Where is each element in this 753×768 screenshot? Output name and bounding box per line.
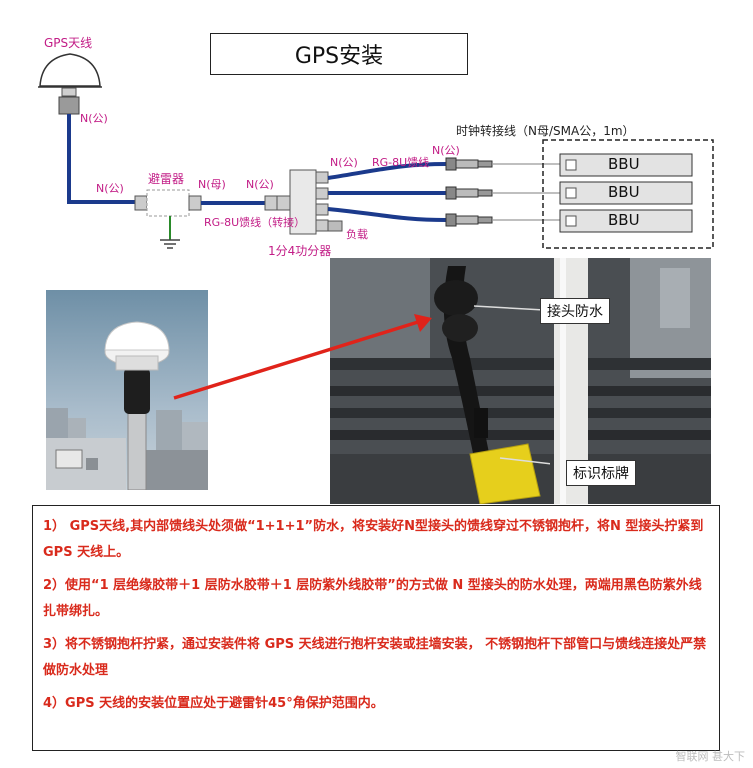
bbu-unit-3 [559,209,693,233]
bbu-label-2: BBU [608,183,640,201]
power-splitter [289,169,317,235]
feeder-cable-5 [327,207,447,222]
bbu-enclosure [542,139,714,249]
feeder-cable-1 [67,114,135,204]
feeder-adapter-label: RG-8U馈线（转接） [204,216,306,229]
clock-adapter-1 [445,157,566,171]
red-pointer-arrow [173,314,432,400]
bbu-label-3: BBU [608,211,640,229]
bbu-unit-2 [559,181,693,205]
page-title: GPS安装 [210,33,468,75]
gps-antenna-dome [39,53,101,87]
lightning-arrester [146,189,190,217]
gps-antenna-label: GPS天线 [44,36,93,50]
connector-label-n-male-2: N(公) [96,182,124,195]
callout-leaders [473,305,550,465]
connector-label-n-male-1: N(公) [80,112,108,125]
clock-adapter-3 [445,213,566,227]
antenna-photo [46,290,208,490]
feeder-label: RG-8U馈线 [372,156,430,169]
bbu-label-1: BBU [608,155,640,173]
watermark: 智联网 甚大下 [675,750,746,763]
callout-waterproof: 接头防水 [540,298,610,324]
clock-cable-label: 时钟转接线（N母/SMA公，1m） [456,124,635,138]
note-3: 3）将不锈钢抱杆拧紧，通过安装件将 GPS 天线进行抱杆安装或挂墙安装， 不锈钢… [43,637,707,678]
load-label: 负载 [346,228,368,241]
antenna-connector [58,96,80,115]
bbu-unit-1 [559,153,693,177]
connector-label-n-male-5: N(公) [432,144,460,157]
load-terminator [327,220,343,232]
connector-label-n-male-3: N(公) [246,178,274,191]
splitter-label: 1分4功分器 [268,244,332,258]
connector-photo [330,258,711,504]
note-1: 1） GPS天线,其内部馈线头处须做“1+1+1”防水，将安装好N型接头的馈线穿… [43,519,704,560]
note-2: 2）使用“1 层绝缘胶带＋1 层防水胶带＋1 层防紫外线胶带”的方式做 N 型接… [43,578,702,619]
connector-label-n-female: N(母) [198,178,226,191]
lightning-arrester-label: 避雷器 [148,172,185,186]
callout-tag: 标识标牌 [566,460,636,486]
feeder-cable-3 [327,162,447,180]
installation-notes: 1） GPS天线,其内部馈线头处须做“1+1+1”防水，将安装好N型接头的馈线穿… [32,505,720,751]
wiring-diagram [38,53,714,249]
note-4: 4）GPS 天线的安装位置应处于避雷针45°角保护范围内。 [43,696,384,711]
connector-label-n-male-4: N(公) [330,156,358,169]
clock-adapter-2 [445,186,566,200]
